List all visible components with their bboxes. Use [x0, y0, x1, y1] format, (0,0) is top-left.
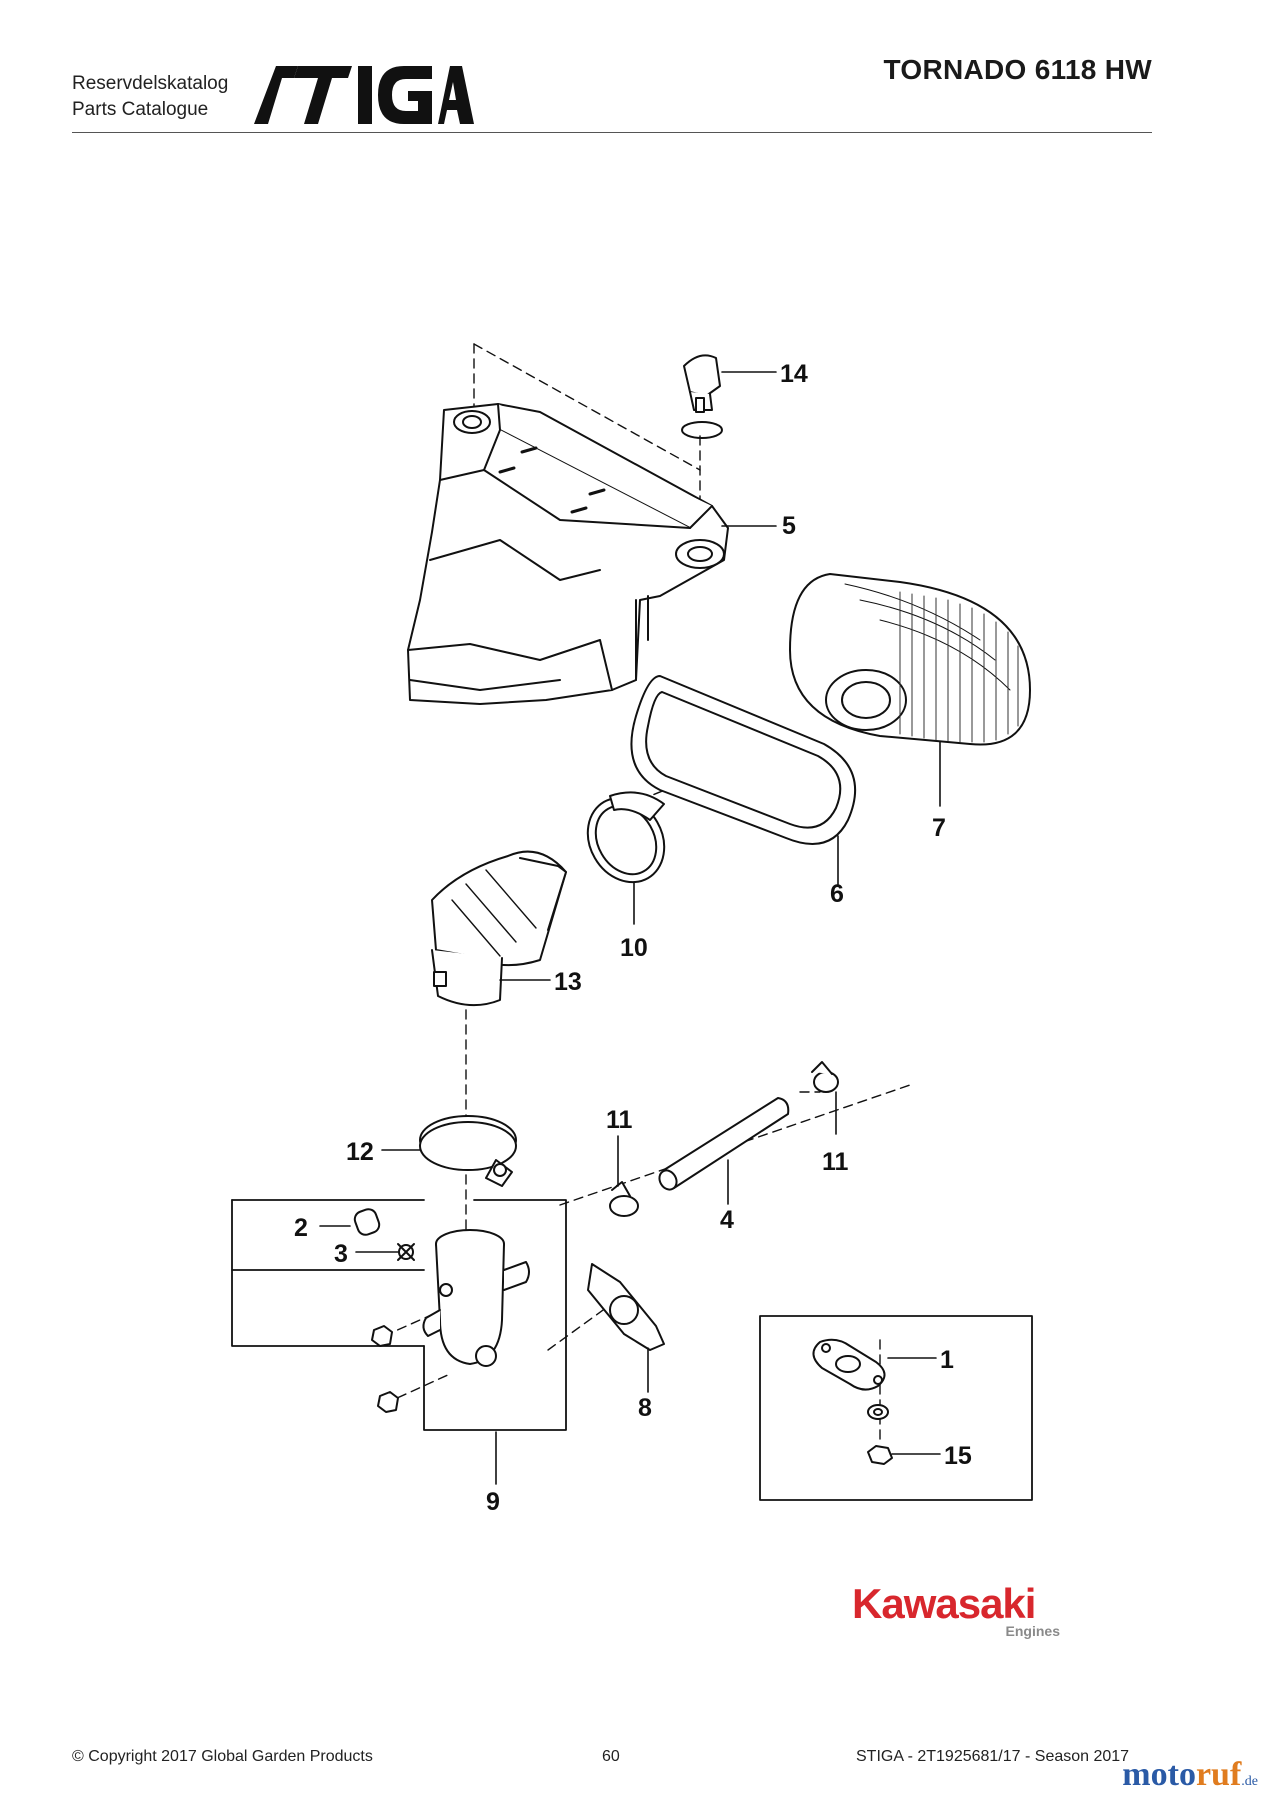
footer-copyright: © Copyright 2017 Global Garden Products: [72, 1748, 373, 1765]
callout-8: 8: [638, 1394, 652, 1422]
part-9-group-bracket: [231, 1199, 567, 1485]
part-hose-clip-11b: [811, 1061, 839, 1135]
part-hose-clip-11a: [609, 1135, 639, 1217]
part-hose-clamp-12: [381, 1115, 517, 1187]
callout-7: 7: [932, 814, 946, 842]
part-air-cleaner-cover: [407, 403, 729, 705]
part-inset-washer: [867, 1404, 889, 1420]
callout-9: 9: [486, 1488, 500, 1516]
callout-1: 1: [940, 1346, 954, 1374]
callout-4: 4: [720, 1206, 734, 1234]
part-gasket-8: [587, 1263, 665, 1393]
catalog-title-swedish: Reservdelskatalog: [72, 73, 229, 94]
callout-6: 6: [830, 880, 844, 908]
part-elbow-hose: [431, 850, 567, 1007]
inset-box: [759, 1315, 1033, 1501]
part-nuts: [371, 1325, 399, 1413]
kawasaki-subtitle: Engines: [1006, 1623, 1061, 1639]
part-2-pipe: [353, 1208, 381, 1236]
part-adapter-housing: [422, 1229, 530, 1367]
callout-3: 3: [334, 1240, 348, 1268]
callout-11-left: 11: [606, 1106, 633, 1134]
callout-2: 2: [294, 1214, 308, 1242]
motoruf-watermark: motoruf.de: [1122, 1756, 1258, 1793]
callout-10: 10: [620, 934, 648, 962]
callout-15: 15: [944, 1442, 972, 1470]
catalog-title-english: Parts Catalogue: [72, 99, 209, 120]
part-o-ring: [681, 421, 723, 439]
stiga-logo: [254, 66, 474, 124]
part-hose-clamp-10: [586, 791, 666, 925]
part-pre-cleaner: [630, 675, 857, 887]
part-inset-gasket-1: [812, 1338, 937, 1391]
callout-11-right: 11: [822, 1148, 849, 1176]
model-title: TORNADO 6118 HW: [883, 54, 1152, 85]
part-inset-nut-15: [867, 1445, 941, 1465]
header-divider: [72, 132, 1152, 133]
footer-page-number: 60: [602, 1748, 620, 1765]
kawasaki-engines-logo: Kawasaki Engines: [852, 1582, 1061, 1639]
kawasaki-wordmark: Kawasaki: [852, 1582, 1035, 1627]
part-3-clip: [397, 1243, 415, 1261]
part-fuel-hose: [658, 1097, 790, 1205]
callout-12: 12: [346, 1138, 374, 1166]
callout-5: 5: [782, 512, 796, 540]
part-knob: [683, 354, 721, 413]
part-filter-element: [789, 573, 1031, 807]
callout-14: 14: [780, 360, 808, 388]
footer-document-reference: STIGA - 2T1925681/17 - Season 2017: [856, 1748, 1130, 1765]
filter-pleats: [899, 591, 1019, 743]
callout-13: 13: [554, 968, 582, 996]
